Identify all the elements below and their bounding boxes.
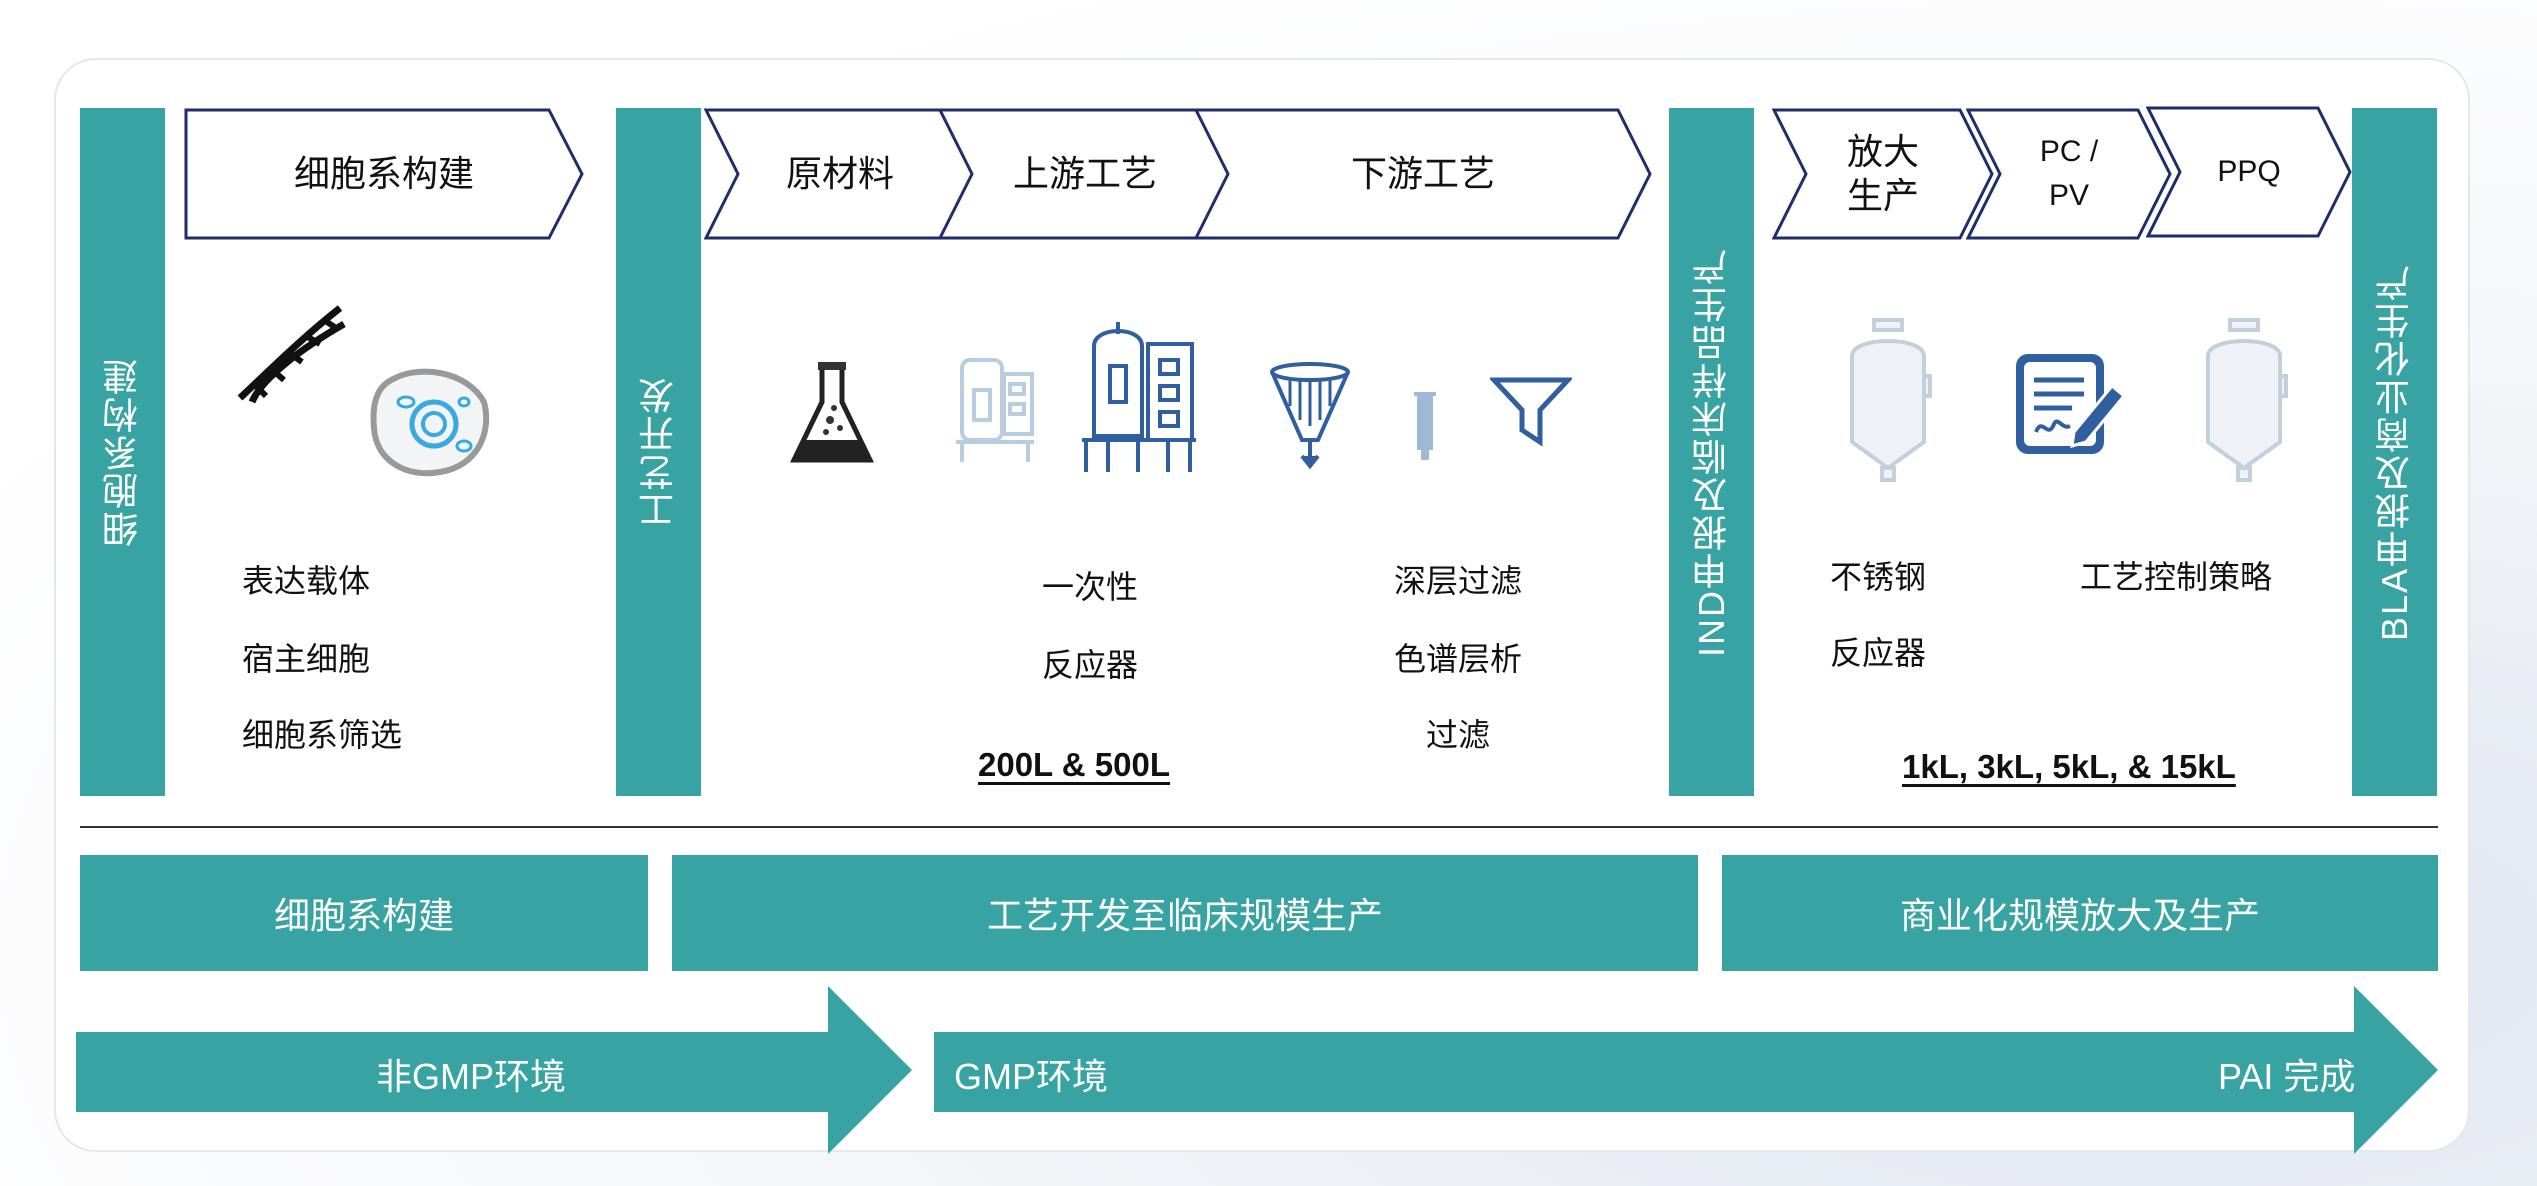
- control-strategy-label: 工艺控制策略: [2080, 559, 2273, 595]
- chevron-cell-line-label: 细胞系构建: [293, 153, 474, 194]
- downstream-item: 色谱层析: [1394, 641, 1523, 677]
- bar-ind-clinical: IND申报及临床样品生产: [1669, 108, 1754, 796]
- chromatography-column-icon: [1414, 392, 1436, 460]
- chevron-scale-up-label: 放大生产: [1846, 131, 1919, 216]
- chevron-scale-up: 放大生产: [1772, 108, 1994, 240]
- chevron-upstream: 上游工艺: [938, 108, 1232, 240]
- bar-process-dev-label: 工艺开发: [637, 376, 679, 528]
- phase-cell-line-label: 细胞系构建: [273, 895, 454, 936]
- commercial-scale-caption: 1kL, 3kL, 5kL, & 15kL: [1902, 748, 2236, 785]
- single-use-item: 反应器: [1042, 647, 1139, 683]
- bioreactor-scale-caption: 200L & 500L: [978, 746, 1171, 783]
- section-divider: [80, 826, 2438, 828]
- cell-line-item: 表达载体: [242, 563, 371, 599]
- bar-cell-line-construction: 细胞系构建: [80, 108, 165, 796]
- gmp-label: GMP环境: [954, 1056, 1109, 1097]
- stainless-tank-icon: [1850, 318, 1932, 482]
- bar-ind-label: IND申报及临床样品生产: [1690, 247, 1732, 657]
- flask-icon: [790, 362, 874, 463]
- non-gmp-arrow: [76, 986, 912, 1154]
- dna-icon: [237, 305, 346, 404]
- chevron-ppq: PPQ: [2146, 106, 2352, 238]
- depth-filter-icon: [1270, 362, 1350, 470]
- chevron-downstream-label: 下游工艺: [1350, 153, 1495, 194]
- bar-bla-label: BLA申报及商业化生产: [2373, 262, 2415, 642]
- chevron-ppq-label: PPQ: [2217, 155, 2281, 188]
- phase-commercial-label: 商业化规模放大及生产: [1899, 895, 2260, 936]
- phase-clinical: 工艺开发至临床规模生产: [672, 855, 1698, 971]
- phase-commercial: 商业化规模放大及生产: [1722, 855, 2438, 971]
- chevron-downstream: 下游工艺: [1194, 108, 1652, 240]
- chevron-pc-pv: PC / PV: [1966, 108, 2172, 240]
- single-use-bioreactor-icon: [956, 358, 1034, 462]
- stainless-item: 反应器: [1830, 635, 1927, 671]
- phase-cell-line: 细胞系构建: [80, 855, 648, 971]
- downstream-item: 深层过滤: [1394, 563, 1523, 599]
- chevron-cell-line: 细胞系构建: [184, 108, 584, 240]
- stainless-item: 不锈钢: [1830, 559, 1927, 595]
- phase-clinical-label: 工艺开发至临床规模生产: [986, 895, 1383, 936]
- pai-complete-label: PAI 完成: [2218, 1056, 2356, 1097]
- gmp-arrow: [934, 986, 2438, 1154]
- funnel-icon: [1490, 377, 1572, 446]
- chevron-upstream-label: 上游工艺: [1012, 153, 1157, 194]
- chevron-raw-materials-label: 原材料: [785, 153, 894, 194]
- chevron-pc-pv-label: PC / PV: [2039, 135, 2099, 212]
- downstream-item: 过滤: [1426, 717, 1491, 753]
- single-use-item: 一次性: [1042, 569, 1139, 605]
- chevron-raw-materials: 原材料: [704, 108, 976, 240]
- cell-line-item: 细胞系筛选: [242, 717, 403, 753]
- stainless-tank-icon: [2206, 318, 2288, 482]
- document-sign-icon: [2016, 354, 2127, 454]
- non-gmp-label: 非GMP环境: [376, 1056, 567, 1097]
- cell-icon: [370, 368, 490, 477]
- bar-bla-commercial: BLA申报及商业化生产: [2352, 108, 2437, 796]
- cell-line-item: 宿主细胞: [242, 641, 371, 677]
- bar-process-development: 工艺开发: [616, 108, 701, 796]
- bioreactor-icon: [1082, 322, 1196, 472]
- bar-cell-line-label: 细胞系构建: [101, 357, 143, 547]
